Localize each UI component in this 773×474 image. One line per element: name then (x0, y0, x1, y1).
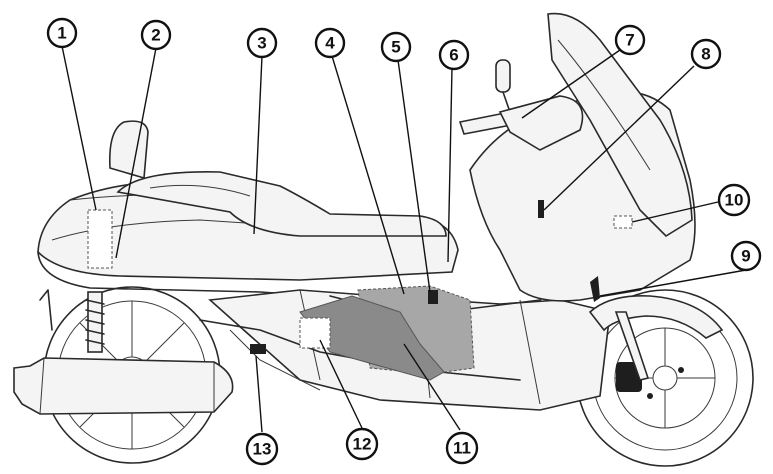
callout-5: 5 (380, 31, 412, 63)
callout-1: 1 (46, 17, 78, 49)
label-area-1 (87, 209, 113, 269)
leader-3 (253, 55, 263, 235)
handlebar-and-mirror (458, 59, 584, 151)
label-area-10 (613, 215, 633, 229)
callout-10: 10 (717, 183, 751, 217)
leader-7 (521, 49, 621, 119)
frame-panel-area (299, 295, 445, 381)
leader-12 (319, 339, 363, 429)
svg-text:5: 5 (391, 38, 400, 57)
leader-lines (61, 45, 747, 433)
svg-text:7: 7 (625, 31, 634, 50)
leader-4 (331, 55, 405, 295)
leader-5 (397, 59, 431, 293)
exhaust (13, 357, 234, 415)
callout-13: 13 (245, 432, 279, 466)
callout-7: 7 (614, 24, 646, 56)
svg-text:2: 2 (151, 26, 160, 45)
leader-1 (61, 45, 97, 211)
callout-11: 11 (445, 431, 479, 465)
svg-text:9: 9 (741, 247, 750, 266)
callout-3: 3 (246, 27, 278, 59)
leader-8 (543, 65, 695, 211)
label-area-12 (299, 317, 331, 349)
callout-4: 4 (314, 27, 346, 59)
leader-13 (255, 355, 263, 433)
svg-text:10: 10 (725, 191, 744, 210)
svg-text:1: 1 (57, 24, 66, 43)
callout-8: 8 (690, 38, 722, 70)
callout-9: 9 (730, 240, 762, 272)
leader-2 (115, 47, 157, 259)
leader-9 (599, 269, 747, 297)
highlighted-regions (87, 200, 633, 381)
hook-area-9 (590, 276, 600, 302)
leader-10 (631, 201, 719, 223)
callouts: 1 2 3 4 5 6 7 8 (46, 17, 762, 466)
front-wheel (576, 289, 754, 467)
rear-shock (85, 291, 105, 353)
svg-text:11: 11 (453, 439, 471, 458)
svg-text:6: 6 (449, 46, 458, 65)
leader-6 (447, 67, 453, 263)
svg-text:4: 4 (325, 34, 335, 53)
fuse-area-5 (428, 290, 438, 304)
stand-area-13 (250, 344, 266, 354)
callout-12: 12 (345, 427, 379, 461)
svg-text:13: 13 (253, 440, 272, 459)
callout-2: 2 (140, 19, 172, 51)
callout-6: 6 (438, 39, 470, 71)
svg-text:3: 3 (257, 34, 266, 53)
leader-11 (403, 343, 461, 431)
svg-text:12: 12 (353, 435, 372, 454)
svg-text:8: 8 (701, 45, 710, 64)
marker-area-8 (538, 200, 544, 218)
